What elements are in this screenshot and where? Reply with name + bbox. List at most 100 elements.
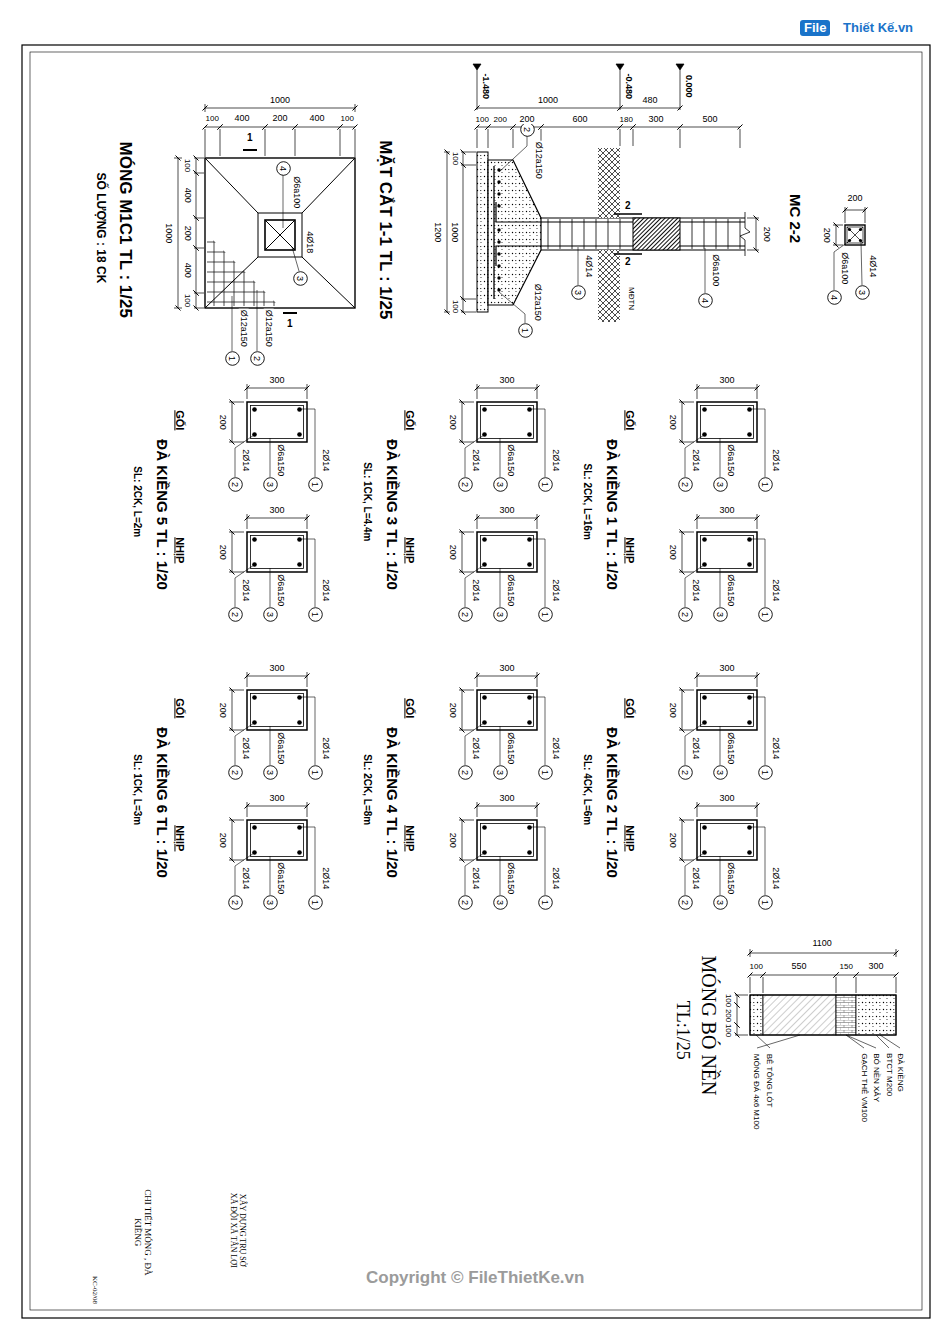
dimension-text: 100: [749, 962, 764, 971]
callout-ring-outline: [228, 765, 242, 779]
quantity-note: SL: 1CK, L=3m: [131, 753, 143, 826]
callout-number: 3: [715, 481, 724, 486]
dimension-text: 200: [447, 702, 457, 719]
drawing-title: MÓNG M1C1 TL : 1/25: [115, 141, 135, 319]
callout-circle: 4: [827, 290, 842, 305]
dimension-text: 300: [719, 375, 736, 385]
rebar-label: 4Ø14: [584, 254, 594, 278]
callout-circle: 1: [758, 477, 773, 492]
callout-ring-outline: [571, 285, 585, 299]
callout-circle: 1: [538, 895, 553, 910]
rebar-label: 2Ø14: [691, 736, 701, 760]
rebar-label: 2Ø14: [241, 448, 251, 472]
callout-number: 1: [760, 899, 769, 904]
rebar-label: Ø6a150: [506, 731, 516, 765]
callout-ring-outline: [855, 285, 869, 299]
section-side-label: NHỊP: [404, 824, 417, 852]
callout-number: 1: [760, 611, 769, 616]
material-note: ĐÀ KIỀNG: [896, 1052, 905, 1092]
callout-ring-outline: [493, 765, 507, 779]
quantity-note: SL: 2CK, L=2m: [131, 465, 143, 538]
rebar-label: 2Ø14: [771, 736, 781, 760]
callout-ring-outline: [713, 477, 727, 491]
callout-circle: 2: [458, 477, 473, 492]
rebar-label: Ø12a150: [263, 309, 273, 348]
rebar-label: 2Ø14: [551, 866, 561, 890]
dimension-text: 480: [642, 95, 659, 105]
dimension-text: 300: [719, 505, 736, 515]
callout-ring-outline: [308, 607, 322, 621]
rebar-label: 2Ø14: [771, 448, 781, 472]
dimension-text: 200: [667, 702, 677, 719]
dimension-text: 100: [451, 298, 460, 313]
dimension-text: 300: [868, 961, 885, 971]
dimension-text: 180: [619, 115, 634, 124]
dimension-text: 200: [667, 544, 677, 561]
callout-number: 2: [252, 355, 261, 360]
quantity-note: SỐ LƯỢNG : 18 CK: [93, 171, 107, 284]
callout-circle: 2: [228, 477, 243, 492]
callout-circle: 3: [263, 895, 278, 910]
material-note: MÓNG ĐÁ 4x6 M100: [752, 1052, 761, 1130]
dimension-text: 400: [309, 113, 326, 123]
rebar-label: Ø6a150: [726, 731, 736, 765]
callout-number: 1: [540, 769, 549, 774]
dimension-text: 200: [217, 702, 227, 719]
section-side-label: GỐI: [404, 697, 417, 719]
callout-ring-outline: [458, 607, 472, 621]
callout-circle: 1: [518, 323, 533, 338]
section-side-label: NHỊP: [174, 824, 187, 852]
callout-circle: 3: [293, 271, 308, 286]
callout-circle: 2: [250, 351, 265, 366]
dimension-text: 100: [451, 150, 460, 165]
title-block-text: KC-02/08: [91, 1275, 99, 1305]
material-note: GẠCH THẺ VM100: [859, 1052, 868, 1123]
callout-number: 4: [829, 294, 838, 299]
callout-ring-outline: [263, 607, 277, 621]
rebar-label: 2Ø14: [691, 448, 701, 472]
callout-ring-outline: [263, 765, 277, 779]
drawing-title: MC 2-2: [786, 193, 803, 244]
drawing-title: ĐÀ KIỀNG 4 TL : 1/20: [383, 726, 400, 879]
dimension-text: 300: [269, 663, 286, 673]
callout-circle: 3: [713, 607, 728, 622]
callout-ring-outline: [228, 895, 242, 909]
rebar-label: Ø6a150: [726, 573, 736, 607]
dimension-text: 1000: [269, 95, 291, 105]
dimension-text: 200: [272, 113, 289, 123]
callout-number: 3: [265, 611, 274, 616]
material-note: BÓ NỀN XÂY: [871, 1052, 880, 1103]
callout-number: 3: [715, 899, 724, 904]
callout-ring-outline: [678, 477, 692, 491]
callout-number: 2: [680, 481, 689, 486]
rebar-label: Ø6a150: [726, 861, 736, 895]
callout-circle: 2: [458, 607, 473, 622]
section-side-label: GỐI: [174, 697, 187, 719]
rebar-label: Ø6a100: [711, 253, 721, 287]
section-mark: 1: [246, 132, 254, 144]
callout-number: 2: [230, 769, 239, 774]
callout-ring-outline: [713, 895, 727, 909]
callout-circle: 2: [678, 895, 693, 910]
callout-ring-outline: [276, 161, 290, 175]
rebar-label: 2Ø14: [321, 736, 331, 760]
section-side-label: GỐI: [624, 697, 637, 719]
rebar-label: 2Ø14: [321, 448, 331, 472]
title-block-text: CHI TIẾT MÓNG , ĐÀ KIỀNG: [133, 1187, 154, 1277]
dimension-text: 100: [340, 114, 355, 123]
dimension-text: 400: [182, 187, 192, 204]
callout-circle: 1: [538, 607, 553, 622]
rebar-label: 2Ø14: [471, 448, 481, 472]
dimension-text: 300: [648, 114, 665, 124]
callout-circle: 2: [678, 477, 693, 492]
callout-number: 2: [680, 899, 689, 904]
callout-circle: 1: [538, 477, 553, 492]
callout-ring-outline: [228, 477, 242, 491]
rebar-label: 2Ø14: [241, 578, 251, 602]
callout-number: 2: [680, 769, 689, 774]
dimension-text: 300: [269, 793, 286, 803]
callout-ring-outline: [758, 607, 772, 621]
callout-ring-outline: [518, 323, 532, 337]
